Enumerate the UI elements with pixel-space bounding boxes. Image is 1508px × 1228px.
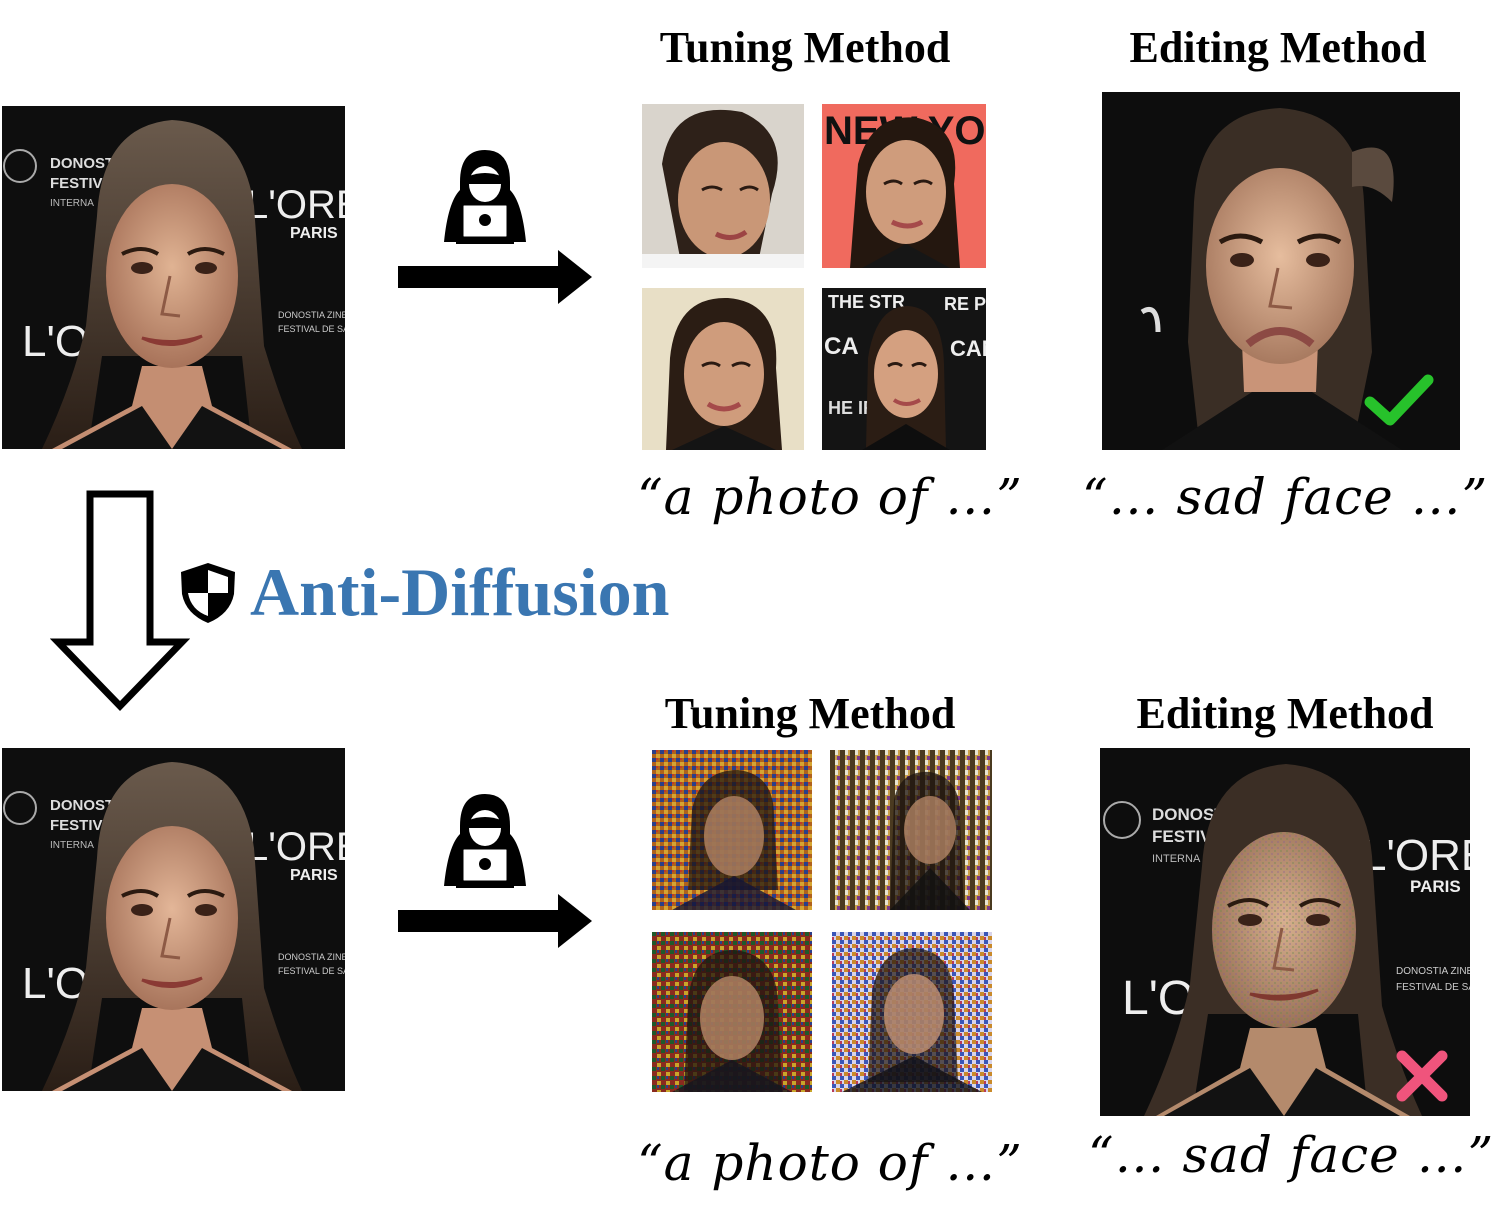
bottom-tuning-heading: Tuning Method [664, 689, 956, 738]
checkmark-icon [1364, 372, 1434, 428]
bottom-tuning-image-2 [830, 750, 992, 910]
top-tuning-heading: Tuning Method [659, 23, 951, 72]
backdrop-festival-3: INTERNA [50, 198, 94, 209]
original-photo: DONOSTI FESTIV INTERNA L'ORÉA PARIS L'OI… [2, 106, 345, 449]
shield-icon [176, 560, 240, 626]
backdrop-city: PARIS [290, 867, 338, 884]
bottom-editing-heading: Editing Method [1136, 689, 1434, 738]
top-attack-arrow [398, 248, 593, 306]
top-tuning-prompt: “a photo of …” [637, 468, 1023, 526]
backdrop-city: PARIS [1410, 877, 1461, 896]
top-editing-heading: Editing Method [1129, 23, 1427, 72]
hacker-laptop-icon [440, 790, 530, 890]
backdrop-festival-2: FESTIV [50, 817, 103, 834]
top-tuning-image-3 [642, 288, 804, 450]
backdrop-festival-2: FESTIV [50, 175, 103, 192]
backdrop-zinema-1: DONOSTIA ZINEMA [278, 952, 345, 962]
protected-photo: DONOSTI FESTIV INTERNA L'ORÉA PARIS L'OI… [2, 748, 345, 1091]
bottom-editing-image: DONOSTI FESTIV INTERNA L'ORÉA PARIS L'OI… [1100, 748, 1470, 1116]
cross-icon [1392, 1046, 1452, 1106]
backdrop-festival-1: DONOSTI [50, 155, 118, 172]
backdrop-brand: L'ORÉA [246, 182, 345, 227]
backdrop-zinema-2: FESTIVAL DE SAN S [1396, 982, 1470, 993]
cannes-text-2: CAN [950, 336, 986, 361]
bottom-tuning-image-4 [832, 932, 992, 1092]
bottom-attack-arrow [398, 892, 593, 950]
report-text-2: RE PO [944, 294, 986, 314]
backdrop-festival-3: INTERNA [1152, 853, 1201, 865]
backdrop-festival-3: INTERNA [50, 840, 94, 851]
backdrop-brand: L'ORÉA [1362, 831, 1470, 880]
backdrop-city: PARIS [290, 225, 338, 242]
top-editing-image [1102, 92, 1460, 450]
backdrop-festival-2: FESTIV [1152, 827, 1212, 846]
top-editing-prompt: “… sad face …” [1082, 468, 1489, 526]
report-text-1: THE STR [828, 292, 905, 312]
method-label: Anti-Diffusion [250, 554, 670, 630]
backdrop-zinema-1: DONOSTIA ZINEMA [278, 310, 345, 320]
bottom-tuning-image-1 [652, 750, 812, 910]
bottom-editing-prompt: “… sad face …” [1088, 1126, 1495, 1184]
bottom-tuning-image-3 [652, 932, 812, 1092]
backdrop-festival-1: DONOSTI [1152, 805, 1229, 824]
top-tuning-image-4: THE STR RE PO CA CAN HE IRE [822, 288, 986, 450]
bottom-tuning-prompt: “a photo of …” [637, 1134, 1023, 1192]
hacker-laptop-icon [440, 146, 530, 246]
backdrop-zinema-1: DONOSTIA ZINEMA [1396, 966, 1470, 977]
backdrop-festival-1: DONOSTI [50, 797, 118, 814]
backdrop-zinema-2: FESTIVAL DE SAN S [278, 324, 345, 334]
protect-arrow [50, 490, 190, 712]
backdrop-brand: L'ORÉA [246, 824, 345, 869]
backdrop-zinema-2: FESTIVAL DE SAN S [278, 966, 345, 976]
cannes-text-1: CA [824, 333, 859, 360]
top-tuning-image-1 [642, 104, 804, 268]
top-tuning-image-2: NEW YORK NE [822, 104, 986, 268]
